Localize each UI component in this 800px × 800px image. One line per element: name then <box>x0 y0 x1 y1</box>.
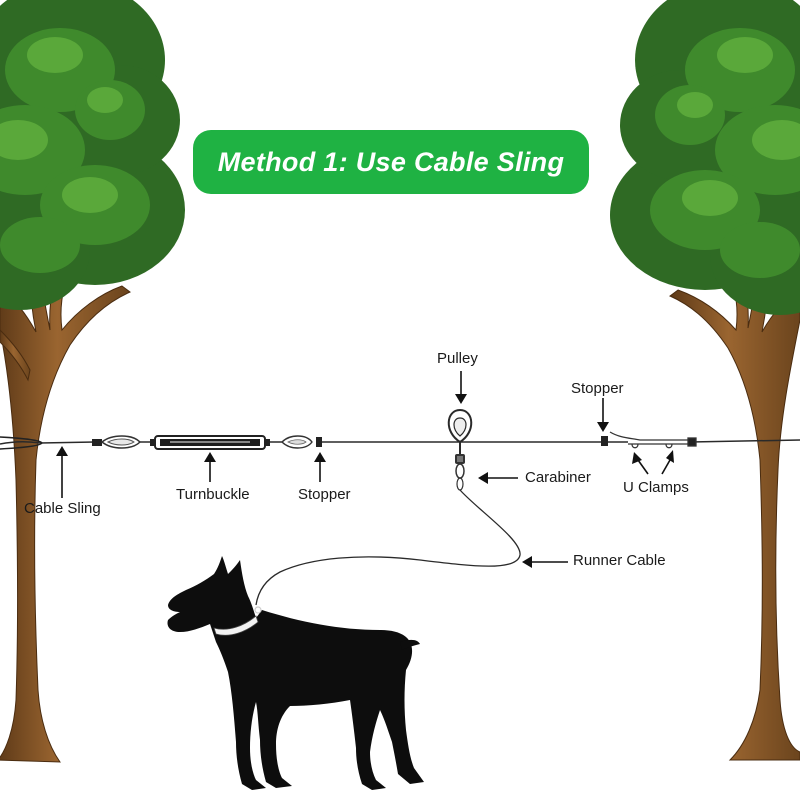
label-u-clamps: U Clamps <box>623 479 689 496</box>
label-stopper-right: Stopper <box>571 380 624 397</box>
label-turnbuckle: Turnbuckle <box>176 486 250 503</box>
u-clamps <box>609 431 697 449</box>
right-tree-trunk <box>669 239 800 761</box>
arrow-carabiner <box>478 472 518 484</box>
left-tree-foliage <box>0 0 185 310</box>
title-banner: Method 1: Use Cable Sling <box>193 130 589 194</box>
arrow-turnbuckle <box>204 452 216 482</box>
label-runner-cable: Runner Cable <box>573 552 666 569</box>
arrow-stopper-right <box>597 398 609 432</box>
left-cable-eye <box>92 435 142 449</box>
right-stopper <box>601 436 608 446</box>
turnbuckle <box>150 435 270 450</box>
left-tree <box>0 0 185 763</box>
main-cable <box>0 439 800 445</box>
arrow-cable-sling <box>56 446 68 498</box>
label-stopper-left: Stopper <box>298 486 351 503</box>
dog-silhouette <box>167 556 424 790</box>
arrow-pulley <box>455 371 467 404</box>
right-tree <box>610 0 800 761</box>
cable-sling <box>0 436 43 450</box>
label-pulley: Pulley <box>437 350 478 367</box>
runner-cable <box>255 489 521 606</box>
arrow-stopper-left <box>314 452 326 482</box>
left-stopper <box>281 435 322 449</box>
callout-arrows <box>56 371 674 568</box>
pulley <box>447 408 473 455</box>
page-title: Method 1: Use Cable Sling <box>217 146 565 177</box>
label-carabiner: Carabiner <box>525 469 591 486</box>
label-cable-sling: Cable Sling <box>24 500 101 517</box>
arrow-runner-cable <box>522 556 568 568</box>
dog-collar <box>213 606 262 636</box>
arrow-u-clamps <box>632 450 674 475</box>
right-tree-foliage <box>610 0 800 315</box>
carabiner <box>455 454 465 491</box>
